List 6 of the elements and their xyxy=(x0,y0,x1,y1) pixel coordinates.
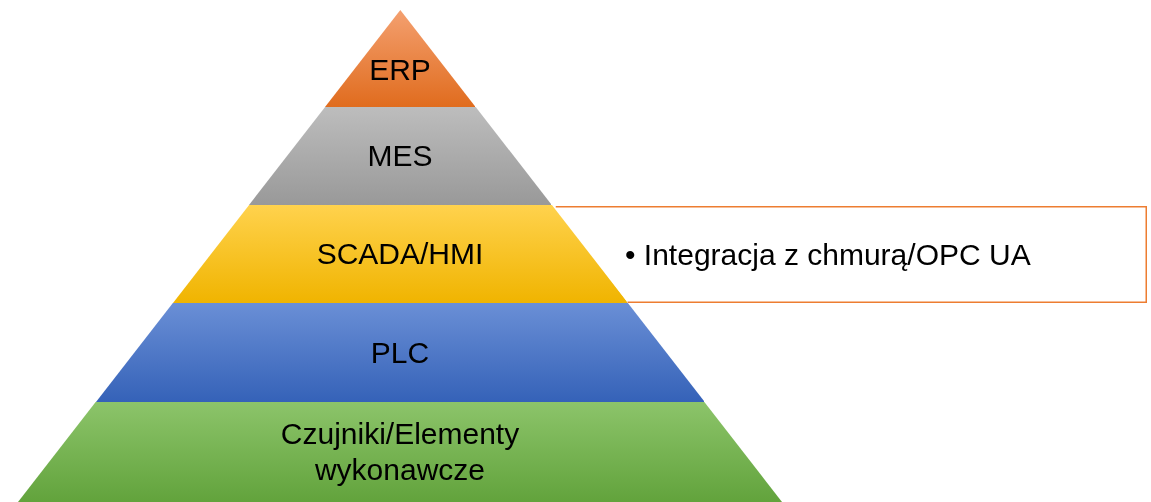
level-label: Czujniki/Elementy wykonawcze xyxy=(279,416,521,488)
level-label: ERP xyxy=(368,52,432,89)
level-label: PLC xyxy=(369,334,431,371)
level-label: MES xyxy=(366,138,434,174)
bullet-item: • Integracja z chmurą/OPC UA xyxy=(625,236,1031,273)
level-label: SCADA/HMI xyxy=(315,236,485,272)
